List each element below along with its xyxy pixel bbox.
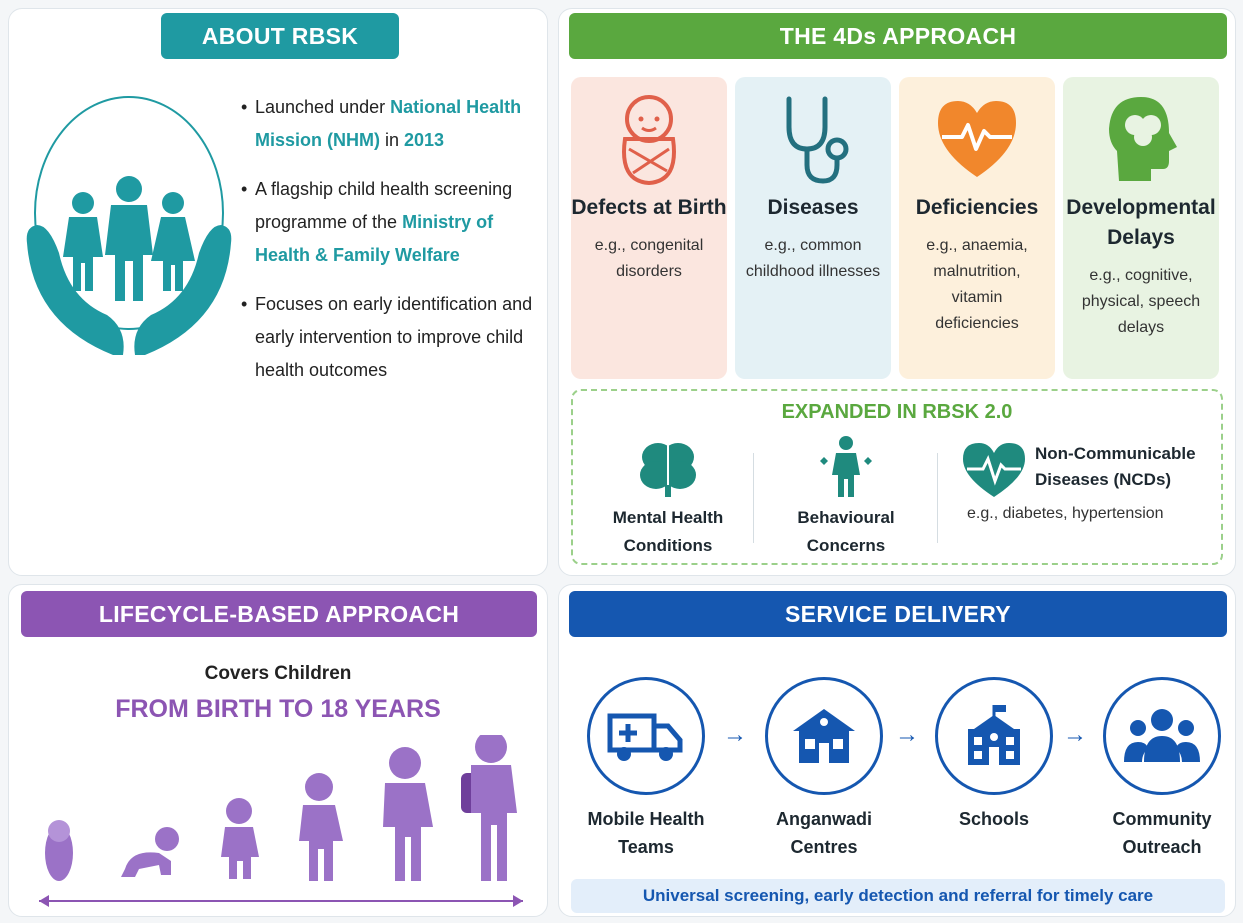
lifecycle-subtitle: Covers Children	[204, 663, 352, 684]
about-bullet-3: Focuses on early identification and earl…	[241, 288, 541, 387]
brain-head-icon	[1109, 97, 1177, 181]
school-icon	[968, 705, 1020, 765]
card-title: Deficiencies	[915, 196, 1039, 219]
fourd-panel: THE 4Ds APPROACH Defects at Birth e.g., …	[558, 8, 1236, 576]
arrow-right-icon: →	[723, 721, 747, 748]
card-diseases: Diseases e.g., common childhood illnesse…	[735, 77, 891, 379]
expanded-label: Non-Communicable Diseases (NCDs)	[1035, 444, 1196, 489]
group-icon	[1124, 709, 1200, 762]
arrow-right-icon: →	[1063, 721, 1087, 748]
about-bullet-1: Launched under National Health Mission (…	[241, 91, 541, 157]
divider	[937, 453, 938, 543]
service-step-schools: Schools	[929, 677, 1059, 833]
crawling-baby-icon	[121, 827, 179, 877]
card-subtitle: e.g., congenital disorders	[594, 237, 704, 280]
expanded-item-ncds: Non-Communicable Diseases (NCDs) e.g., d…	[961, 441, 1211, 523]
expanded-title: EXPANDED IN RBSK 2.0	[781, 401, 1013, 423]
lifecycle-panel: LIFECYCLE-BASED APPROACH Covers Children…	[8, 584, 548, 917]
person-icon	[820, 436, 872, 497]
family-in-hands-icon	[26, 96, 232, 355]
divider	[753, 453, 754, 543]
fourd-title: THE 4Ds APPROACH	[569, 13, 1227, 59]
expanded-item-mental-health: Mental Health Conditions	[593, 435, 743, 560]
service-panel: SERVICE DELIVERY Mobile Health Teams → A…	[558, 584, 1236, 917]
card-deficiencies: Deficiencies e.g., anaemia, malnutrition…	[899, 77, 1055, 379]
ambulance-icon	[607, 713, 683, 761]
expanded-label: Behavioural Concerns	[797, 508, 895, 555]
expanded-label: Mental Health Conditions	[612, 508, 724, 555]
expanded-rbsk-box: EXPANDED IN RBSK 2.0 Mental Health Condi…	[571, 389, 1223, 565]
about-bullet-2: A flagship child health screening progra…	[241, 173, 541, 272]
toddler-icon	[221, 798, 259, 879]
service-step-mobile-health-teams: Mobile Health Teams	[581, 677, 711, 861]
brain-icon	[640, 443, 696, 497]
card-title: Developmental Delays	[1066, 196, 1216, 249]
house-icon	[793, 709, 855, 763]
growth-stages-illustration	[39, 735, 523, 907]
arrow-right-icon: →	[895, 721, 919, 748]
lifecycle-range: FROM BIRTH TO 18 YEARS	[115, 695, 441, 723]
service-step-label: Schools	[958, 809, 1029, 829]
heart-pulse-icon	[938, 101, 1016, 177]
about-panel: ABOUT RBSK Launched under National Healt…	[8, 8, 548, 576]
card-title: Diseases	[767, 196, 859, 219]
heart-pulse-icon	[963, 443, 1025, 497]
service-step-anganwadi: Anganwadi Centres	[759, 677, 889, 861]
preteen-icon	[383, 747, 433, 881]
service-title: SERVICE DELIVERY	[569, 591, 1227, 637]
service-step-community-outreach: Community Outreach	[1097, 677, 1227, 861]
swaddled-baby-icon	[622, 95, 676, 186]
lifecycle-title: LIFECYCLE-BASED APPROACH	[21, 591, 537, 637]
about-bullet-list: Launched under National Health Mission (…	[241, 91, 541, 403]
card-subtitle: e.g., common childhood illnesses	[745, 237, 881, 280]
expanded-item-behavioural: Behavioural Concerns	[771, 435, 921, 560]
card-developmental-delays: Developmental Delays e.g., cognitive, ph…	[1063, 77, 1219, 379]
card-title: Defects at Birth	[571, 196, 727, 219]
card-defects-at-birth: Defects at Birth e.g., congenital disord…	[571, 77, 727, 379]
teen-icon	[461, 735, 517, 881]
service-step-label: Mobile Health Teams	[587, 809, 705, 857]
about-title: ABOUT RBSK	[161, 13, 399, 59]
expanded-sub: e.g., diabetes, hypertension	[967, 505, 1164, 522]
child-icon	[299, 773, 343, 881]
stethoscope-icon	[786, 96, 849, 184]
service-step-label: Community Outreach	[1112, 809, 1212, 857]
card-subtitle: e.g., cognitive, physical, speech delays	[1081, 267, 1201, 336]
service-footer-banner: Universal screening, early detection and…	[571, 879, 1225, 913]
newborn-icon	[45, 820, 73, 881]
card-subtitle: e.g., anaemia, malnutrition, vitamin def…	[926, 237, 1028, 332]
service-step-label: Anganwadi Centres	[775, 809, 872, 857]
